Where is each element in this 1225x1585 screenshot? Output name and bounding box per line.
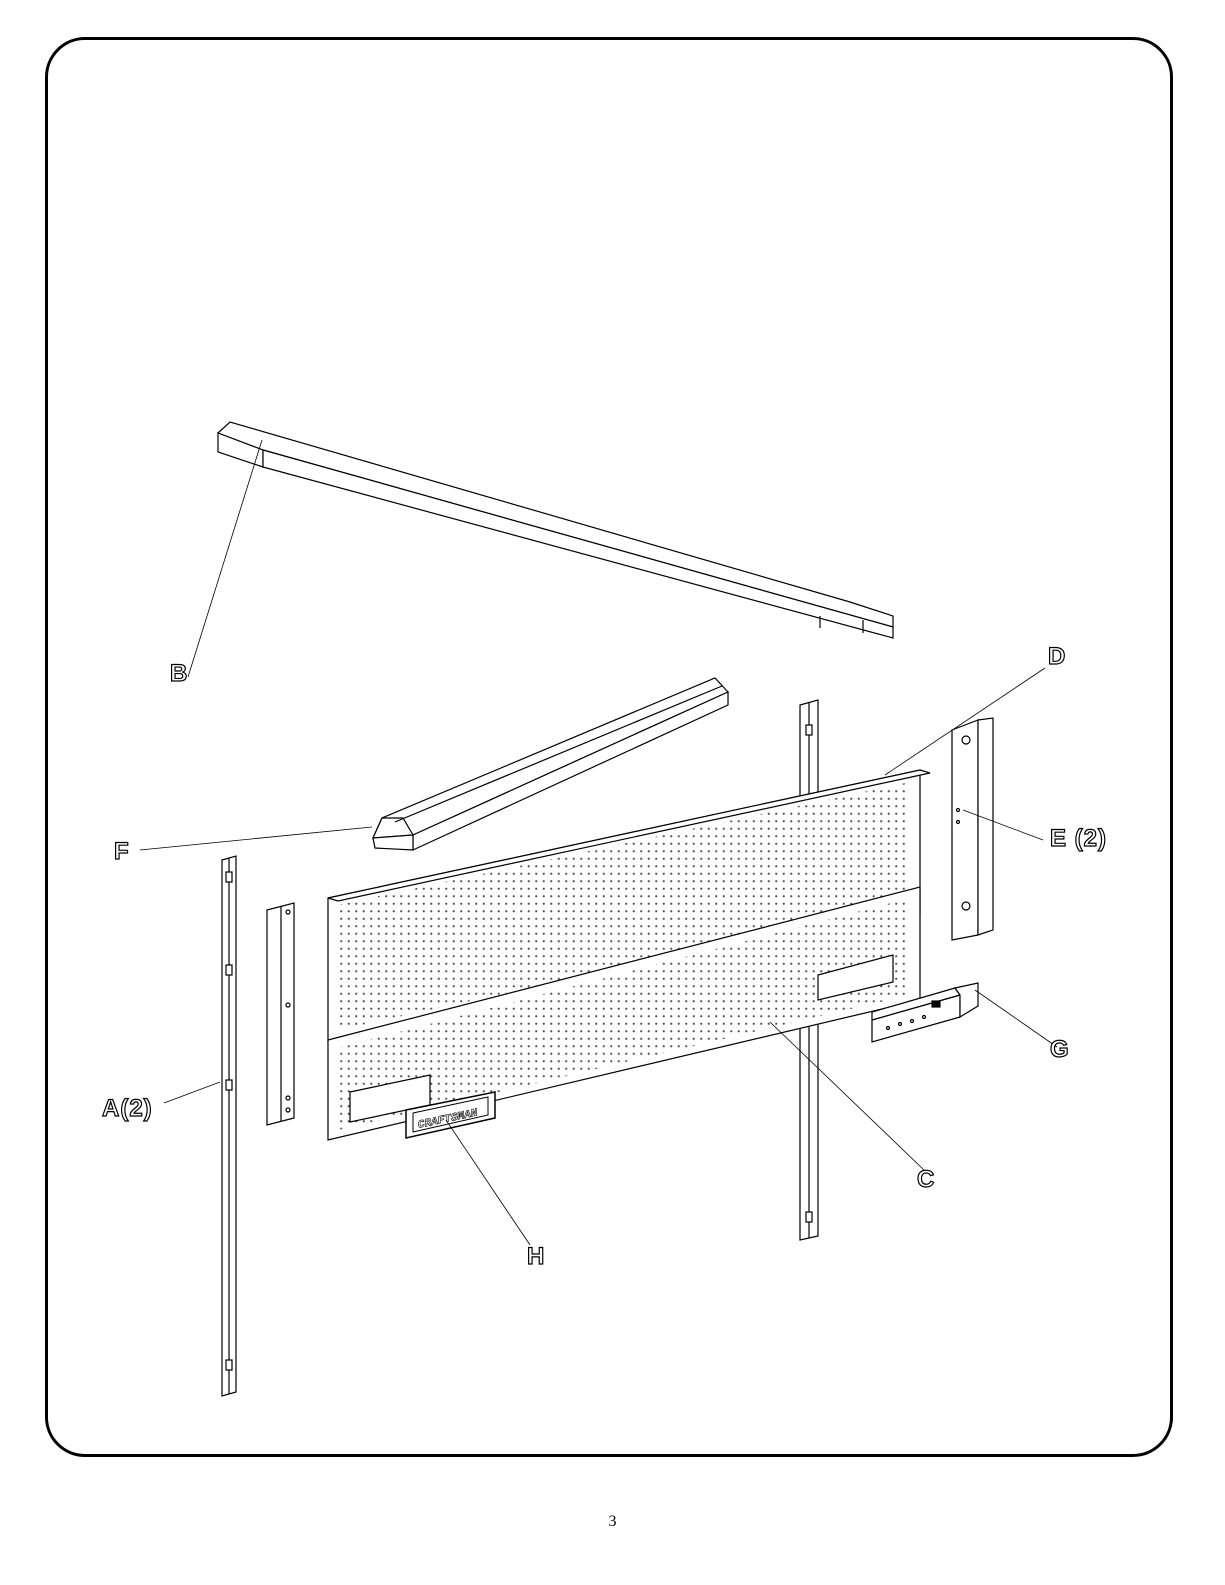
side-bracket <box>267 903 294 1125</box>
part-b-light-hood <box>218 422 893 638</box>
part-a-upright-left <box>222 856 236 1396</box>
callout-h: H <box>527 1245 545 1269</box>
callout-a: A(2) <box>102 1097 153 1121</box>
callout-d: D <box>1048 645 1066 669</box>
callout-g: G <box>1050 1038 1070 1062</box>
callout-f: F <box>114 840 130 864</box>
callout-b: B <box>170 662 188 686</box>
callout-e: E (2) <box>1050 827 1107 851</box>
page-number: 3 <box>0 1513 1225 1531</box>
part-e-side-bracket <box>952 718 993 940</box>
callout-c: C <box>917 1168 935 1192</box>
